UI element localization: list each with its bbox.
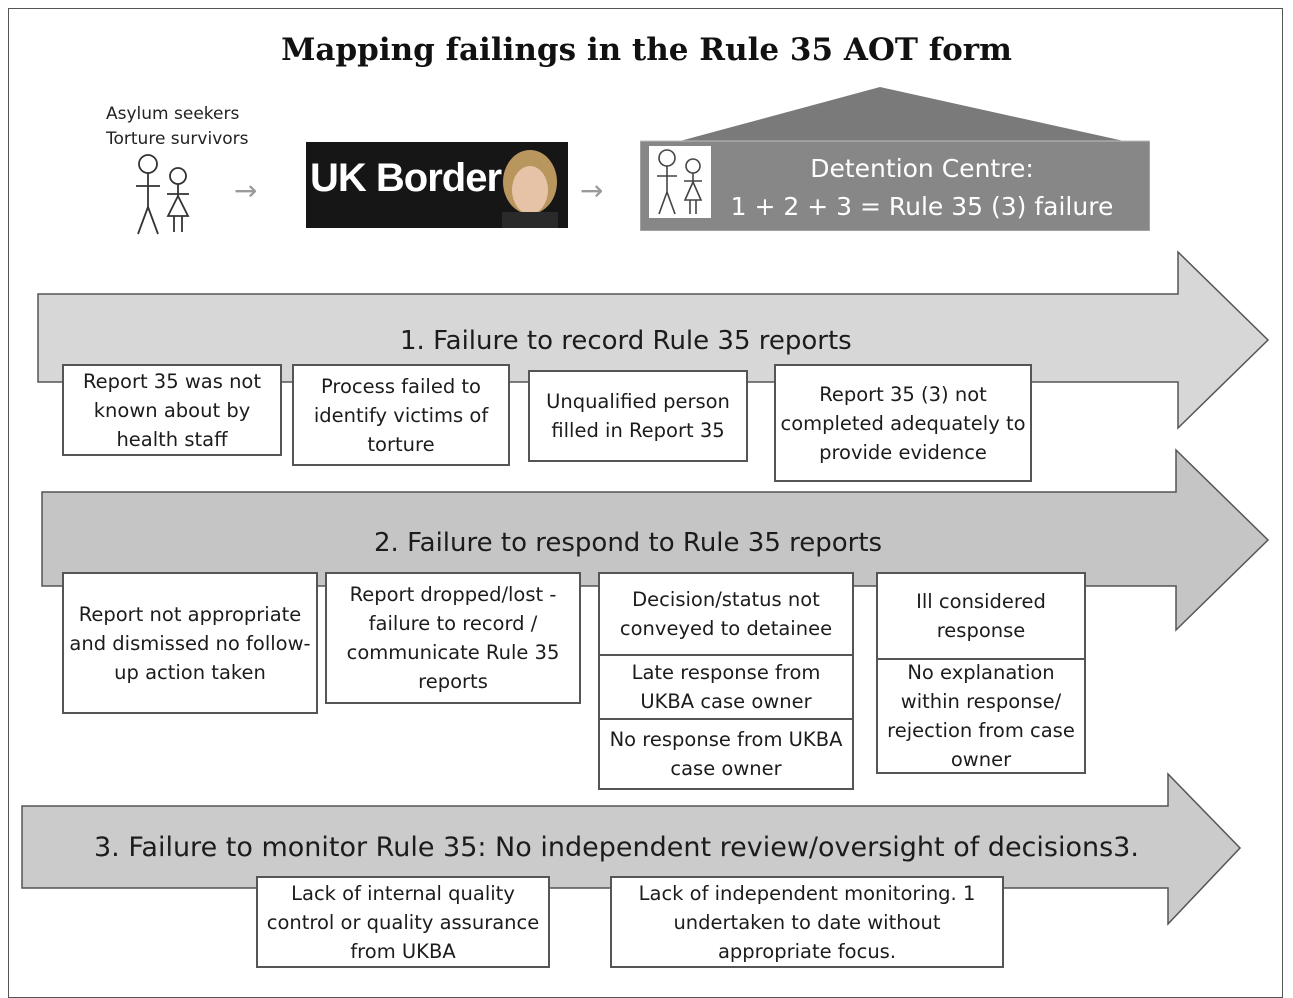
detainee-figures-icon [649,146,711,218]
band-2-box-1: Report not appropriate and dismissed no … [62,572,318,714]
detention-line-1: Detention Centre: [810,154,1034,183]
band-3-box-2: Lack of independent monitoring. 1 undert… [610,876,1004,968]
band-2-box-2: Report dropped/lost - failure to record … [325,572,581,704]
uk-border-banner: UK Border [306,142,568,228]
band-1-box-3: Unqualified person filled in Report 35 [528,370,748,462]
band-1-box-4: Report 35 (3) not completed adequately t… [774,364,1032,482]
detention-centre-house [640,87,1150,231]
band-2-label: 2. Failure to respond to Rule 35 reports [374,528,883,558]
band-2-box-5: No response from UKBA case owner [598,718,854,790]
person-photo-icon [502,150,558,228]
right-arrow-icon: → [580,174,604,207]
band-3-box-1: Lack of internal quality control or qual… [256,876,550,968]
band-2-box-6: Ill considered response [876,572,1086,660]
banner-text: UK Border [310,156,502,200]
torture-survivors-label: Torture survivors [106,129,249,149]
asylum-seekers-label: Asylum seekers [106,104,240,124]
band-2-box-3: Decision/status not conveyed to detainee [598,572,854,656]
right-arrow-icon: → [234,174,258,207]
people-label: Asylum seekers Torture survivors [106,102,249,152]
diagram-title: Mapping failings in the Rule 35 AOT form [281,32,1012,68]
detention-centre-text: Detention Centre: 1 + 2 + 3 = Rule 35 (3… [722,150,1122,226]
band-2-box-7: No explanation within response/ rejectio… [876,658,1086,774]
band-2-box-4: Late response from UKBA case owner [598,654,854,720]
band-1-box-1: Report 35 was not known about by health … [62,364,282,456]
band-1-box-2: Process failed to identify victims of to… [292,364,510,466]
detention-line-2: 1 + 2 + 3 = Rule 35 (3) failure [730,192,1114,221]
stick-figures-icon [136,154,190,235]
band-1-label: 1. Failure to record Rule 35 reports [400,326,852,356]
band-3-label: 3. Failure to monitor Rule 35: No indepe… [94,832,1139,863]
